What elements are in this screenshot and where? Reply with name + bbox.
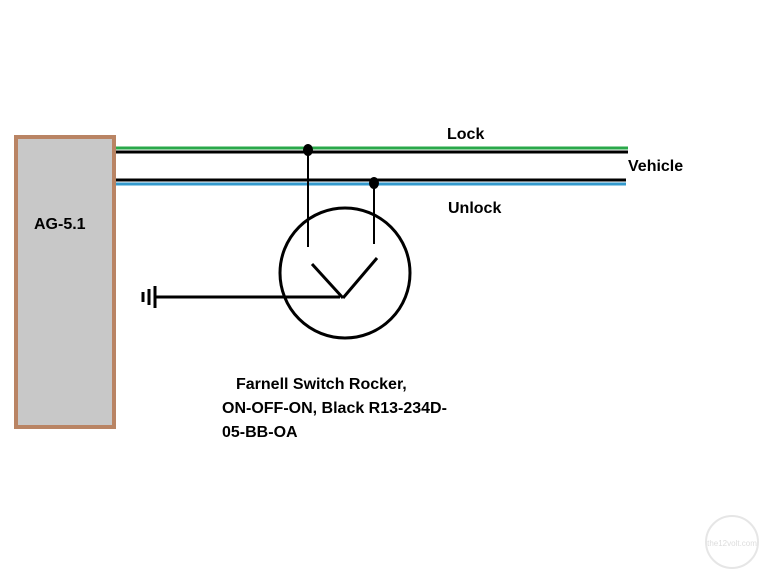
ag-module-box bbox=[14, 135, 116, 429]
watermark-logo: the12volt.com bbox=[705, 515, 759, 569]
switch-contacts bbox=[310, 257, 379, 300]
lock-wire bbox=[116, 146, 628, 154]
lock-label: Lock bbox=[447, 126, 485, 143]
switch-caption-line-2: ON-OFF-ON, Black R13-234D- bbox=[222, 400, 447, 417]
rocker-switch-circle bbox=[278, 206, 412, 340]
unlock-label: Unlock bbox=[448, 200, 502, 217]
vehicle-label: Vehicle bbox=[628, 158, 684, 175]
switch-caption-line-3: 05-BB-OA bbox=[222, 424, 298, 441]
switch-caption-line-1: Farnell Switch Rocker, bbox=[236, 376, 407, 393]
switch-caption: Farnell Switch Rocker, ON-OFF-ON, Black … bbox=[222, 373, 447, 445]
ground-symbol-icon bbox=[141, 286, 157, 308]
module-label: AG-5.1 bbox=[34, 216, 86, 233]
watermark-text: the12volt.com bbox=[707, 539, 757, 548]
